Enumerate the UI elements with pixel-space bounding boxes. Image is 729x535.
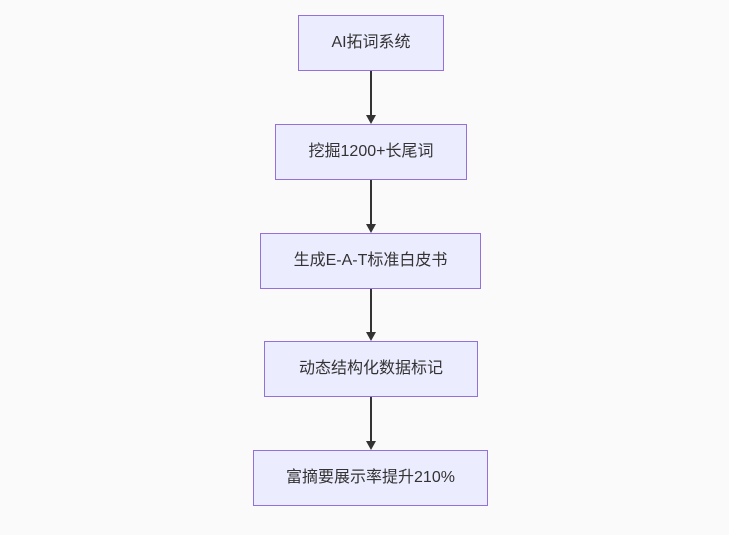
flow-node-label: 生成E-A-T标准白皮书 xyxy=(293,252,448,269)
arrow-down-icon xyxy=(366,224,376,233)
arrow-down-icon xyxy=(366,115,376,124)
flow-node-eat-whitepaper: 生成E-A-T标准白皮书 xyxy=(260,233,481,289)
flow-edge-4 xyxy=(366,397,376,450)
flow-edge-2 xyxy=(366,180,376,233)
flow-node-rich-snippet-result: 富摘要展示率提升210% xyxy=(253,450,488,506)
flow-edge-1 xyxy=(366,71,376,124)
arrow-line xyxy=(370,289,372,332)
arrow-line xyxy=(370,71,372,115)
flow-node-label: 富摘要展示率提升210% xyxy=(286,469,455,486)
arrow-line xyxy=(370,180,372,224)
arrow-down-icon xyxy=(366,441,376,450)
arrow-down-icon xyxy=(366,332,376,341)
flow-node-label: 挖掘1200+长尾词 xyxy=(308,143,434,160)
flow-node-structured-data-markup: 动态结构化数据标记 xyxy=(264,341,478,397)
flow-edge-3 xyxy=(366,289,376,341)
flow-node-ai-keyword-system: AI拓词系统 xyxy=(298,15,444,71)
flow-node-label: AI拓词系统 xyxy=(331,34,411,51)
flow-node-label: 动态结构化数据标记 xyxy=(298,360,443,377)
flow-node-longtail-mining: 挖掘1200+长尾词 xyxy=(275,124,467,180)
arrow-line xyxy=(370,397,372,441)
